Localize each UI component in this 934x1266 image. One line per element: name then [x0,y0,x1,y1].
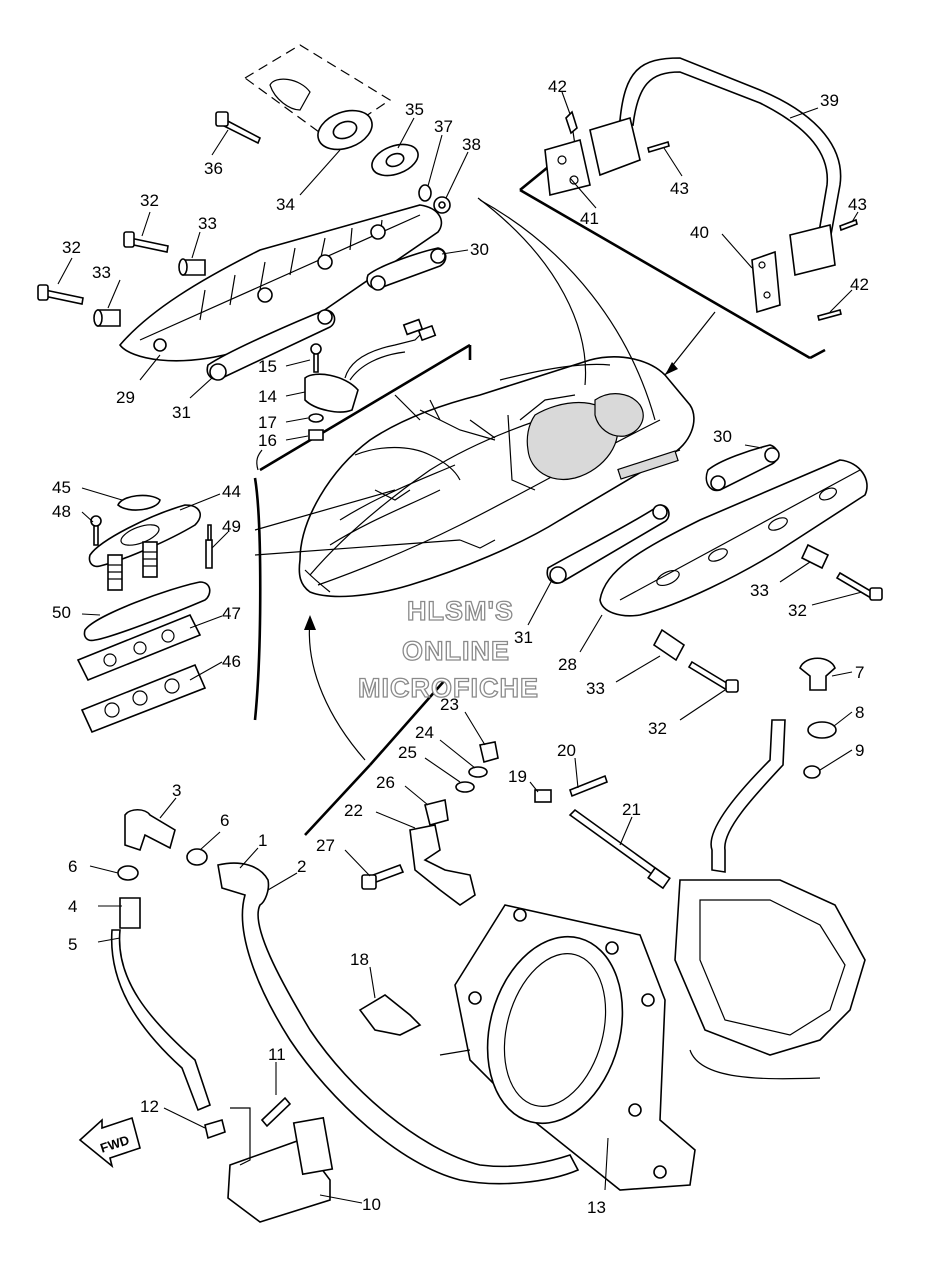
callout-48: 48 [52,502,71,521]
callout-24: 24 [415,723,434,742]
callout-26: 26 [376,773,395,792]
callout-6b: 6 [68,857,77,876]
callout-43a: 43 [670,179,689,198]
callout-14: 14 [258,387,277,406]
callout-23: 23 [440,695,459,714]
watermark-line-2: ONLINE [402,636,510,666]
callout-47: 47 [222,604,241,623]
callout-46: 46 [222,652,241,671]
callout-33a: 33 [198,214,217,233]
callout-43b: 43 [848,195,867,214]
vent-group [76,477,461,734]
callout-15: 15 [258,357,277,376]
callout-36: 36 [204,159,223,178]
callout-42b: 42 [850,275,869,294]
callout-13: 13 [587,1198,606,1217]
callout-31a: 31 [172,403,191,422]
callout-30a: 30 [470,240,489,259]
callout-40: 40 [690,223,709,242]
callout-3: 3 [172,781,181,800]
callouts: 1 2 3 4 5 6 6 7 8 9 10 11 12 13 14 15 16… [52,77,869,1217]
callout-20: 20 [557,741,576,760]
callout-30b: 30 [713,427,732,446]
callout-41: 41 [580,209,599,228]
callout-33b: 33 [92,263,111,282]
callout-32c: 32 [788,601,807,620]
watermark: HLSM'S ONLINE MICROFICHE [357,595,539,703]
callout-33d: 33 [586,679,605,698]
callout-21: 21 [622,800,641,819]
callout-16: 16 [258,431,277,450]
fwd-arrow: FWD [78,1116,141,1169]
callout-11: 11 [268,1045,286,1064]
callout-35: 35 [405,100,424,119]
callout-45: 45 [52,478,71,497]
callout-2: 2 [297,857,306,876]
callout-42a: 42 [548,77,567,96]
callout-31b: 31 [514,628,533,647]
callout-18: 18 [350,950,369,969]
callout-33c: 33 [750,581,769,600]
callout-6a: 6 [220,811,229,830]
callout-32d: 32 [648,719,667,738]
callout-37: 37 [434,117,453,136]
callout-17: 17 [258,413,277,432]
callout-5: 5 [68,935,77,954]
callout-25: 25 [398,743,417,762]
right-cover-group [546,444,883,693]
callout-19: 19 [508,767,527,786]
callout-49: 49 [222,517,241,536]
callout-32b: 32 [62,238,81,257]
callout-7: 7 [855,663,864,682]
callout-29: 29 [116,388,135,407]
handle-group [477,57,858,421]
watermark-line-1: HLSM'S [407,596,514,626]
callout-39: 39 [820,91,839,110]
callout-4: 4 [68,897,77,916]
callout-10: 10 [362,1195,381,1214]
lower-group [110,615,866,1223]
callout-12: 12 [140,1097,159,1116]
steering-cover-group [37,44,472,472]
callout-8: 8 [855,703,864,722]
callout-44: 44 [222,482,241,501]
callout-34: 34 [276,195,295,214]
callout-22: 22 [344,801,363,820]
watermark-line-3: MICROFICHE [358,673,539,703]
callout-28: 28 [558,655,577,674]
callout-27: 27 [316,836,335,855]
callout-9: 9 [855,741,864,760]
watercraft-hull [298,356,695,598]
callout-38: 38 [462,135,481,154]
callout-32a: 32 [140,191,159,210]
callout-1: 1 [258,831,267,850]
callout-50: 50 [52,603,71,622]
